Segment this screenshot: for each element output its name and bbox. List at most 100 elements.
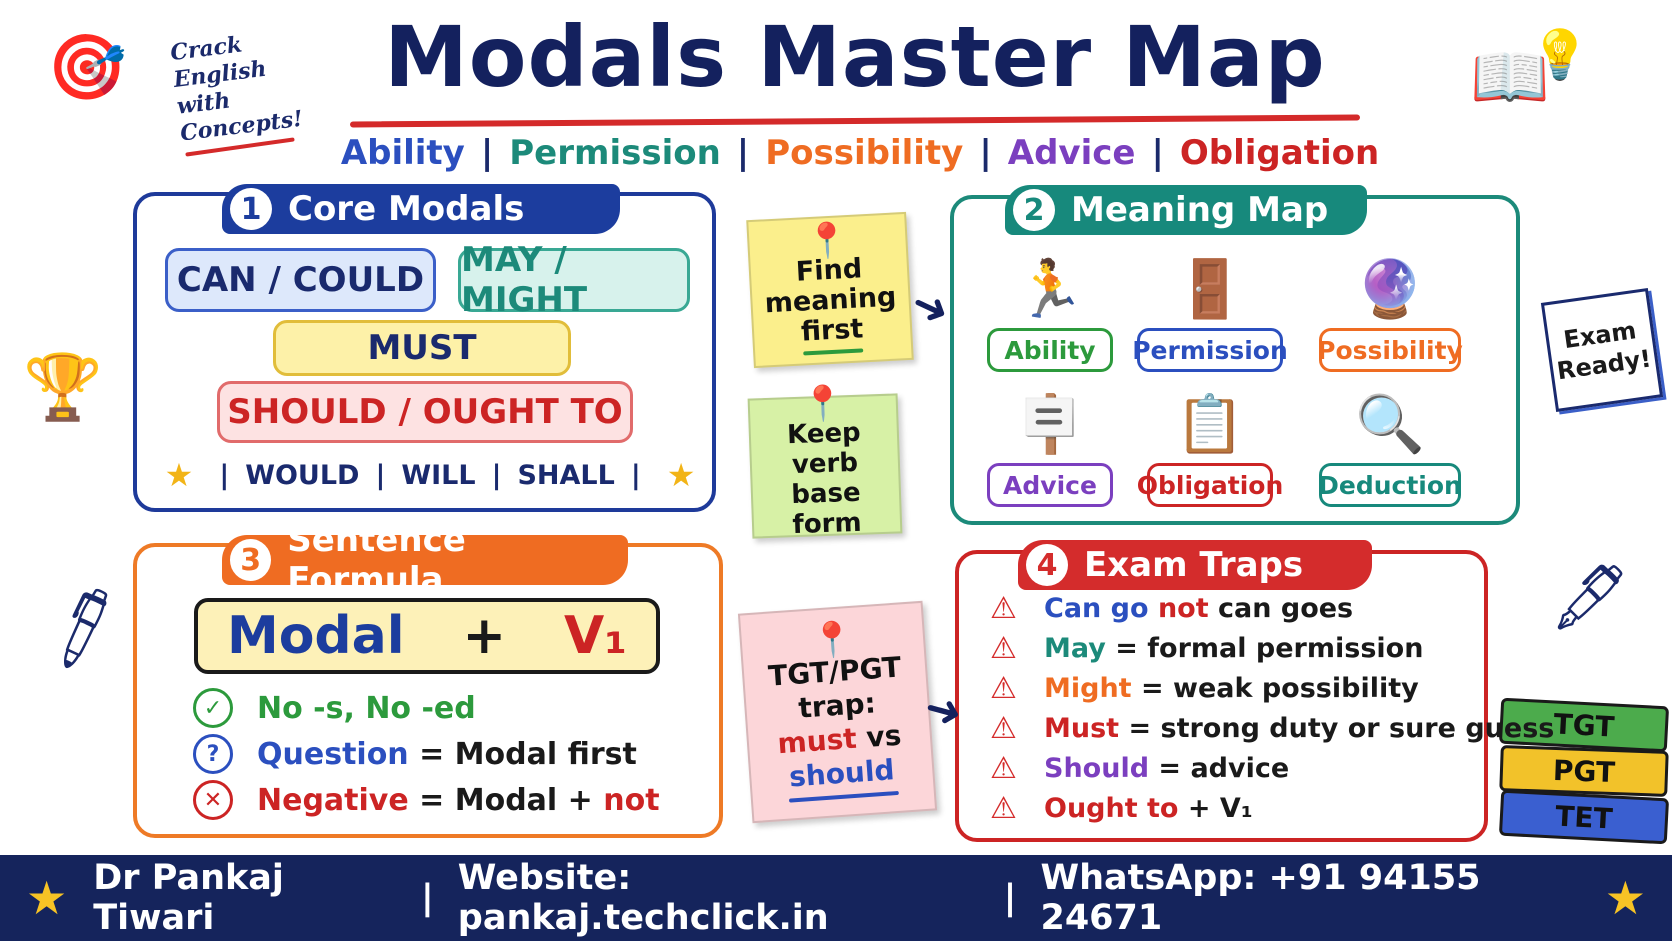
meaning-map-header: 2 Meaning Map — [1005, 185, 1367, 235]
separator: | — [491, 459, 502, 491]
modal-would: WOULD — [245, 459, 360, 491]
subtitle-possibility: Possibility — [765, 133, 964, 173]
trap-row: ⚠Might = weak possibility — [990, 668, 1419, 708]
rule-row: ?Question = Modal first — [193, 732, 637, 776]
rule-text: Negative — [257, 782, 409, 818]
rule-text: -ed — [421, 690, 476, 726]
note-line: Find — [795, 253, 863, 288]
section-title: Meaning Map — [1071, 190, 1329, 230]
trap-text: May — [1044, 632, 1106, 664]
formula-modal: Modal — [226, 606, 405, 666]
sentence-formula-header: 3 Sentence Formula — [222, 520, 628, 600]
trap-text: Must — [1044, 712, 1120, 744]
page-title: Modals Master Map — [384, 8, 1326, 106]
trap-text: Ought to — [1044, 792, 1179, 824]
title-underline — [349, 114, 1361, 128]
pushpin-icon: 📍 — [800, 383, 845, 425]
rule-text: No — [365, 690, 422, 726]
target-icon: 🎯 — [47, 31, 127, 105]
rule-text: = Modal + — [408, 782, 604, 818]
note-underline — [797, 541, 858, 545]
footer-whatsapp: WhatsApp: +91 94155 24671 — [1040, 858, 1481, 938]
modal-shall: SHALL — [517, 459, 615, 491]
modal-pill-can-could: CAN / COULD — [165, 248, 436, 312]
sticky-note-find-meaning: 📍 Find meaning first — [746, 211, 914, 369]
signpost-icon: 🪧 — [1015, 392, 1085, 457]
pen-cup-icon: 🖋 — [1549, 561, 1631, 635]
section-title: Exam Traps — [1084, 545, 1304, 585]
star-icon: ★ — [1604, 871, 1646, 925]
check-icon: ✓ — [193, 688, 233, 728]
trap-row: ⚠Should = advice — [990, 748, 1289, 788]
trophy-icon: 🏆 — [23, 351, 103, 425]
separator: | — [979, 133, 992, 173]
trap-row: ⚠May = formal permission — [990, 628, 1423, 668]
trap-text: = advice — [1149, 752, 1290, 784]
formula-verb: V₁ — [563, 606, 628, 666]
trap-text: + V₁ — [1178, 792, 1253, 824]
subtitle-permission: Permission — [509, 133, 721, 173]
rule-text: Question — [257, 736, 409, 772]
separator: | — [1151, 133, 1164, 173]
trap-row: ⚠Must = strong duty or sure guess — [990, 708, 1554, 748]
meaning-label-ability: Ability — [987, 328, 1113, 372]
meaning-label-obligation: Obligation — [1137, 463, 1283, 507]
section-title: Sentence Formula — [287, 520, 466, 600]
question-icon: ? — [193, 734, 233, 774]
rule-row: ✓ No -s, No -ed — [193, 686, 476, 730]
separator: | — [1003, 878, 1017, 918]
core-modals-header: 1 Core Modals — [222, 184, 620, 234]
note-underline — [803, 348, 864, 356]
note-line: meaning — [763, 281, 898, 320]
pushpin-icon: 📍 — [809, 618, 855, 662]
light-bulb-icon: 💡 — [1530, 27, 1590, 83]
book-pgt: PGT — [1499, 745, 1669, 797]
trap-text: Might — [1044, 672, 1132, 704]
pen-icon: 🖊 — [34, 579, 137, 677]
open-book-icon: 📖 — [1470, 41, 1550, 115]
modal-pill-must: MUST — [273, 320, 571, 376]
section-number: 3 — [230, 539, 272, 581]
note-line: verb — [791, 447, 859, 481]
rule-row: ✕ Negative = Modal + not — [193, 778, 660, 822]
section-number: 4 — [1026, 544, 1068, 586]
warning-icon: ⚠ — [990, 710, 1017, 746]
separator: | — [630, 459, 641, 491]
cross-icon: ✕ — [193, 780, 233, 820]
subtitle-bar: Ability|Permission|Possibility|Advice|Ob… — [341, 130, 1379, 176]
separator: | — [219, 459, 230, 491]
meaning-label-permission: Permission — [1132, 328, 1288, 372]
sticky-note-tgt-trap: 📍 TGT/PGT trap: must vs should — [737, 600, 938, 824]
warning-icon: ⚠ — [990, 630, 1017, 666]
separator: | — [375, 459, 386, 491]
door-icon: 🚪 — [1175, 257, 1245, 322]
pushpin-icon: 📍 — [805, 219, 850, 263]
rule-text: No -s, — [257, 690, 366, 726]
note-line: TGT/PGT — [767, 650, 903, 693]
crystal-ball-icon: 🔮 — [1355, 257, 1425, 322]
note-should: should — [788, 753, 896, 794]
meaning-label-deduction: Deduction — [1318, 463, 1462, 507]
book-tet: TET — [1498, 789, 1670, 845]
meaning-label-advice: Advice — [987, 463, 1113, 507]
footer-name: Dr Pankaj Tiwari — [93, 858, 284, 938]
subtitle-advice: Advice — [1007, 133, 1136, 173]
trap-row: ⚠Ought to + V₁ — [990, 788, 1253, 828]
rule-text: not — [603, 782, 660, 818]
exam-traps-header: 4 Exam Traps — [1018, 540, 1372, 590]
section-number: 2 — [1013, 189, 1055, 231]
note-must: must — [776, 721, 858, 761]
subtitle-ability: Ability — [340, 133, 465, 173]
note-line: trap: — [797, 686, 877, 725]
formula-box: Modal + V₁ — [194, 598, 660, 674]
meaning-label-possibility: Possibility — [1317, 328, 1463, 372]
trap-text: can goes — [1208, 592, 1354, 624]
modal-pill-may-might: MAY / MIGHT — [458, 240, 690, 320]
separator: | — [736, 133, 750, 173]
other-modals-row: ★ | WOULD | WILL | SHALL | ★ — [165, 452, 696, 498]
trap-row: ⚠Can go not can goes — [990, 588, 1353, 628]
section-title: Core Modals — [288, 189, 525, 229]
section-number: 1 — [230, 188, 272, 230]
note-vs: vs — [855, 718, 903, 755]
trap-text: not — [1157, 592, 1209, 624]
